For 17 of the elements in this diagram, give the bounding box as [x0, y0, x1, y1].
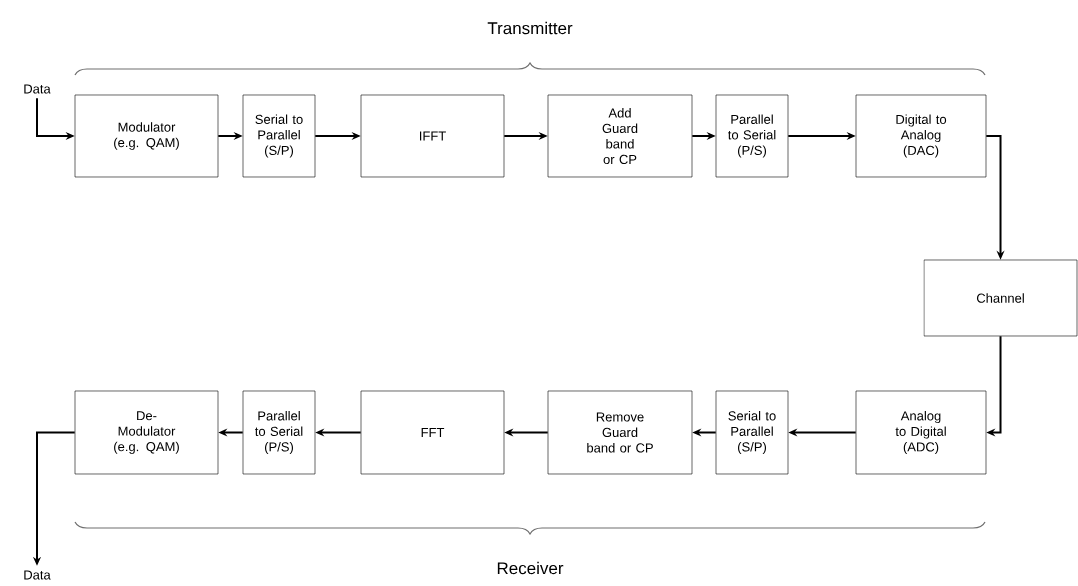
- process-box: Parallel to Serial (P/S): [715, 94, 789, 178]
- process-box: Modulator (e.g. QAM): [74, 94, 219, 178]
- process-box: FFT: [360, 390, 505, 475]
- process-box: Parallel to Serial (P/S): [242, 390, 316, 475]
- process-box: Digital to Analog (DAC): [855, 94, 987, 178]
- process-box: De- Modulator (e.g. QAM): [74, 390, 219, 475]
- process-box: Add Guard band or CP: [547, 94, 693, 178]
- section-title: Receiver: [497, 561, 564, 575]
- process-box: Analog to Digital (ADC): [855, 390, 987, 475]
- process-box: IFFT: [360, 94, 505, 178]
- process-box: Serial to Parallel (S/P): [715, 390, 789, 475]
- process-box: Remove Guard band or CP: [547, 390, 693, 475]
- process-box: Channel: [923, 259, 1078, 337]
- process-box: Serial to Parallel (S/P): [242, 94, 316, 178]
- data-label: Data: [24, 570, 51, 580]
- data-label: Data: [24, 84, 51, 94]
- section-title: Transmitter: [487, 21, 573, 35]
